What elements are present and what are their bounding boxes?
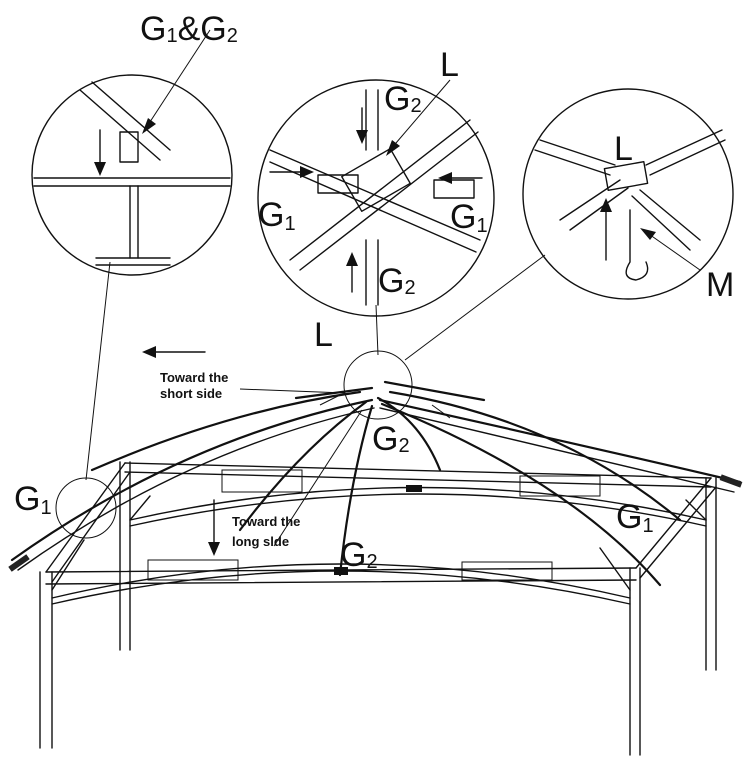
detail-circle-g1-g2 [31, 29, 233, 276]
label-l-right: L [614, 130, 633, 168]
main-detail-circle-center [343, 350, 413, 420]
roof-rafters [8, 380, 743, 587]
note-short-side: Toward the short side [160, 370, 228, 401]
direction-arrows [142, 346, 363, 556]
note-long-side: Toward the long slde [232, 514, 300, 549]
svg-text:short side: short side [160, 386, 222, 401]
svg-text:long slde: long slde [232, 534, 289, 549]
gazebo-frame [39, 461, 717, 756]
label-l-top: L [440, 46, 459, 84]
label-g2-top: G2 [384, 80, 422, 118]
label-g1-right: G1 [450, 198, 488, 237]
label-g2-main-bottom: G2 [340, 536, 378, 574]
detail-circle-hub-hook [522, 88, 734, 300]
svg-text:Toward the: Toward the [160, 370, 228, 385]
leader-lines [85, 254, 546, 481]
label-g2-bottom: G2 [378, 262, 416, 300]
svg-text:Toward the: Toward the [232, 514, 300, 529]
label-g1-and-g2: G1&G2 [140, 10, 238, 48]
label-g1-left: G1 [258, 196, 296, 235]
detail-circle-hub-top [257, 79, 495, 317]
label-l-main: L [314, 316, 333, 354]
label-g1-main-right: G1 [616, 498, 654, 537]
main-detail-circle-left [55, 477, 117, 539]
svg-text:G1&G2: G1&G2 [140, 10, 238, 48]
label-g1-main-left: G1 [14, 480, 52, 519]
label-g2-main: G2 [372, 420, 410, 458]
label-m: M [706, 266, 734, 304]
